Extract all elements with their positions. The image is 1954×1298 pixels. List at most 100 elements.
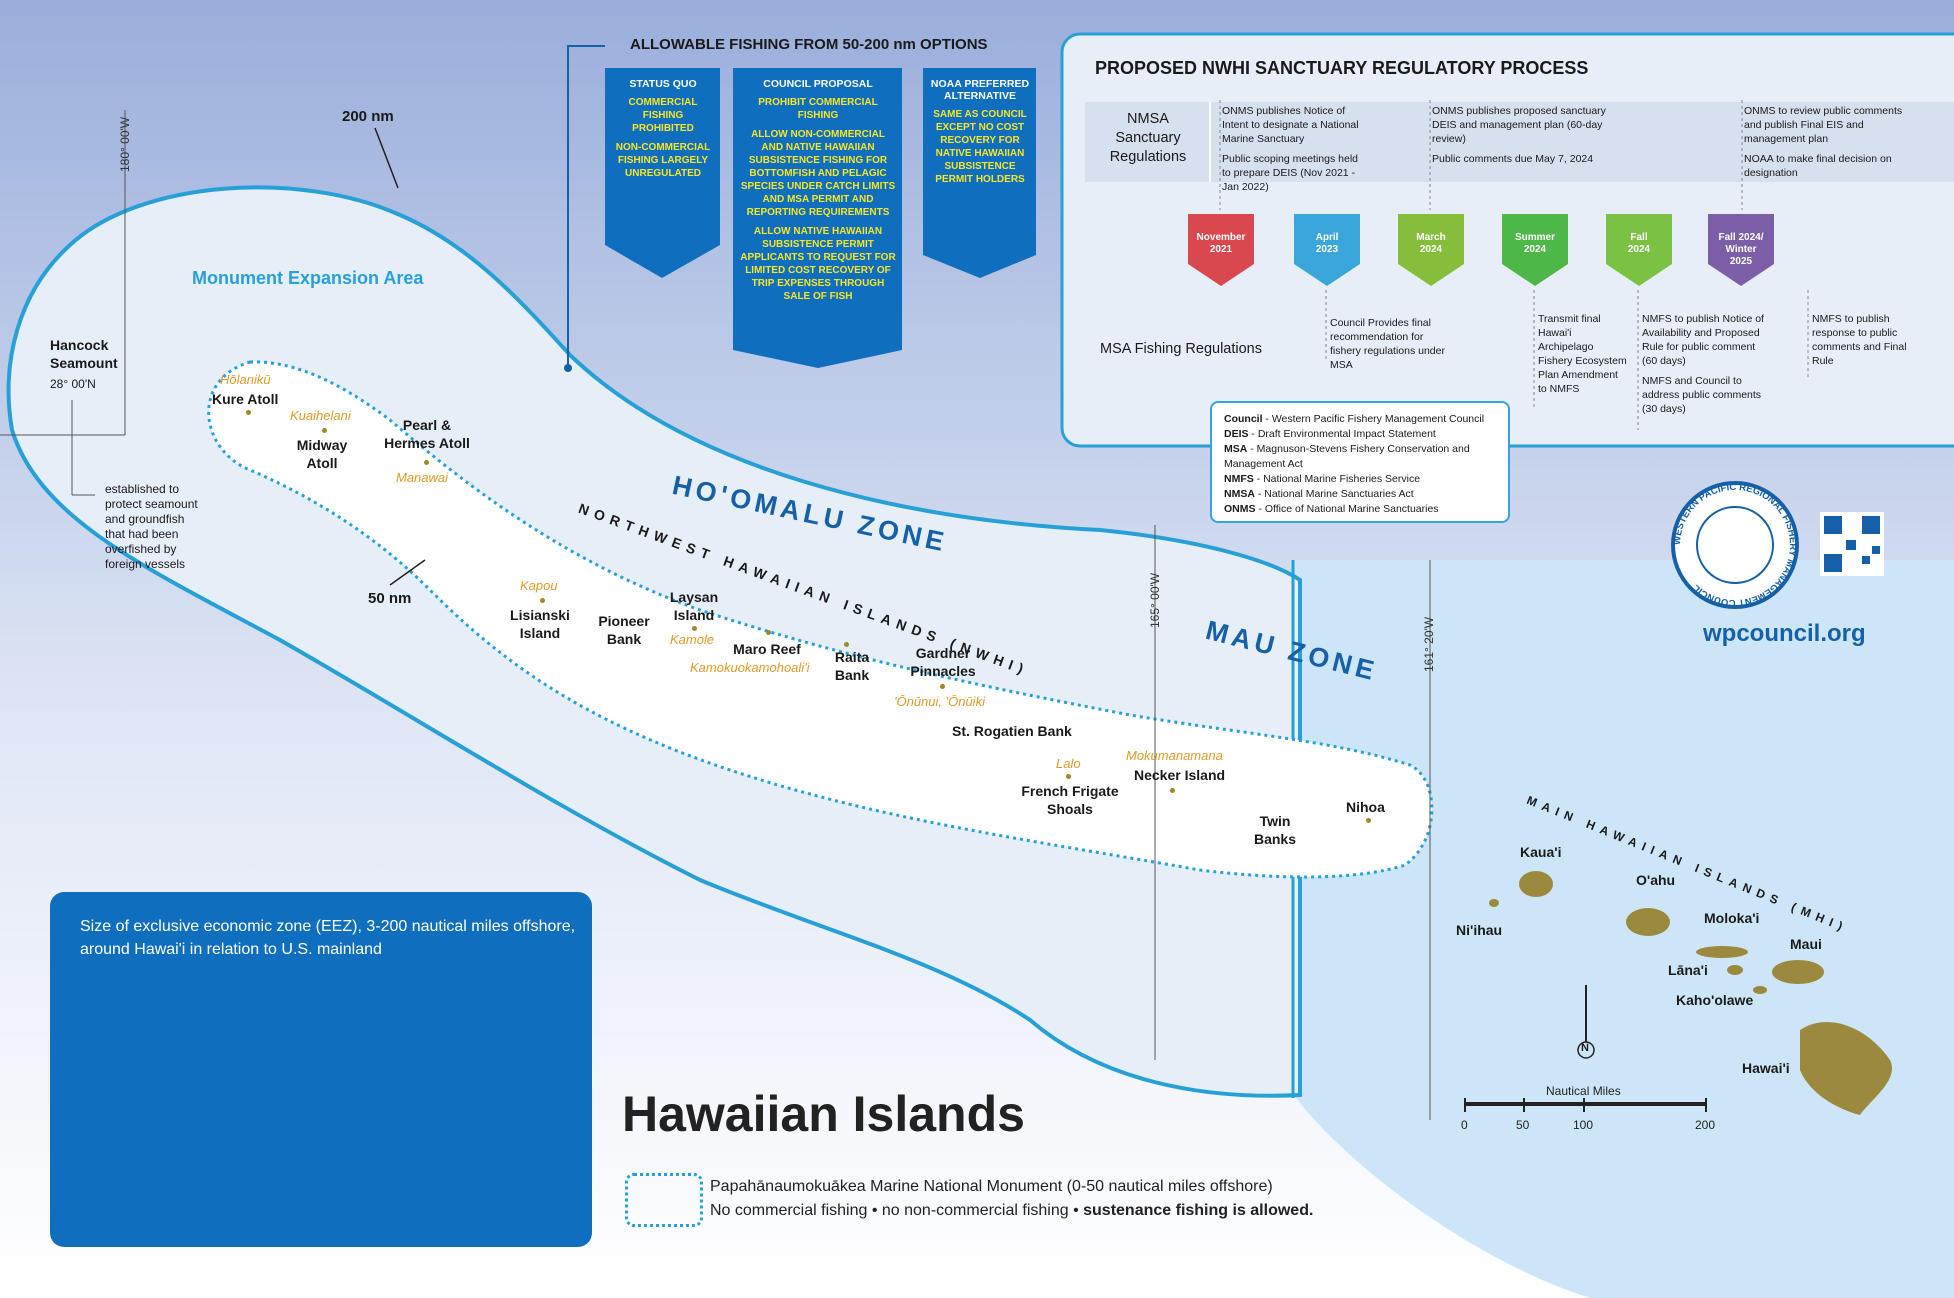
note-item: ONMS to review public comments and publi… (1744, 105, 1903, 145)
glossary: Council - Western Pacific Fishery Manage… (1210, 401, 1510, 523)
status-quo-arrow-shape (605, 68, 720, 278)
msa-row-label: MSA Fishing Regulations (1100, 341, 1262, 357)
note-item: Public scoping meetings held to prepare … (1222, 153, 1358, 193)
msa-note-transmit: Transmit final Hawai'i Archipelago Fishe… (1538, 312, 1628, 402)
monument-50nm-boundary (207, 360, 1434, 879)
scale-tick: 0 (1461, 1118, 1468, 1132)
island-dot (246, 410, 251, 415)
island-dot (844, 642, 849, 647)
island-niihau: Ni'ihau (1456, 922, 1503, 938)
island-dot (322, 428, 327, 433)
island-hawaii: Hawai'i (1742, 1060, 1790, 1076)
timeline-step: Summer 2024 (1502, 214, 1568, 286)
place-necker-island: Necker Island (1134, 767, 1226, 783)
process-title: PROPOSED NWHI SANCTUARY REGULATORY PROCE… (1095, 58, 1589, 78)
glossary-item: NMFS - National Marine Fisheries Service (1224, 473, 1421, 485)
options-title: ALLOWABLE FISHING FROM 50-200 nm OPTIONS (630, 36, 988, 53)
place-st-rogatien-bank: St. Rogatien Bank (952, 723, 1072, 739)
council-line: PROHIBIT COMMERCIAL FISHING (758, 97, 878, 121)
mau-zone-water (1290, 560, 1954, 1298)
scale-title: Nautical Miles (1546, 1084, 1621, 1098)
island-oahu: O'ahu (1636, 872, 1676, 888)
timeline-step: April 2023 (1294, 214, 1360, 286)
status-quo-line: COMMERCIAL FISHING PROHIBITED (628, 97, 698, 134)
nmsa-row-label: NMSA Sanctuary Regulations (1109, 111, 1187, 165)
nmsa-note-2024: ONMS publishes proposed sanctuary DEIS a… (1432, 104, 1607, 172)
name-kuaihelani: Kuaihelani (290, 408, 351, 423)
svg-text:WESTERN PACIFIC REGIONAL FISHE: WESTERN PACIFIC REGIONAL FISHERY MANAGEM… (1672, 482, 1798, 608)
council-arrow-shape (733, 68, 902, 368)
note-item: NMFS and Council to address public comme… (1642, 375, 1762, 415)
note-item: Council Provides final recommendation fo… (1330, 317, 1445, 371)
option-status-quo: STATUS QUO COMMERCIAL FISHING PROHIBITED… (612, 78, 714, 186)
place-twin-banks: Twin Banks (1253, 813, 1297, 847)
island-lanai: Lāna'i (1668, 962, 1708, 978)
place-lisianski: Lisianski Island (510, 607, 570, 641)
council-line: ALLOW NATIVE HAWAIIAN SUBSISTENCE PERMIT… (740, 226, 896, 302)
msa-note-council: Council Provides final recommendation fo… (1330, 316, 1450, 378)
note-item: Transmit final Hawai'i Archipelago Fishe… (1538, 313, 1627, 395)
island-maui: Maui (1790, 936, 1822, 952)
scale-tick: 200 (1695, 1118, 1716, 1132)
island-dot (766, 630, 771, 635)
option-noaa: NOAA PREFERRED ALTERNATIVE SAME AS COUNC… (930, 78, 1030, 192)
legend-rules: No commercial fishing • no non-commercia… (710, 1202, 1084, 1219)
status-quo-head: STATUS QUO (629, 78, 697, 90)
nmsa-note-2021: ONMS publishes Notice of Intent to desig… (1222, 104, 1367, 200)
island-dot (1170, 788, 1175, 793)
note-item: ONMS publishes proposed sanctuary DEIS a… (1432, 105, 1606, 145)
timeline-step: Fall 2024/ Winter 2025 (1708, 214, 1774, 286)
glossary-item: ONMS - Office of National Marine Sanctua… (1224, 503, 1439, 515)
meridian-180: 180° 00'W (118, 116, 132, 172)
note-item: Public comments due May 7, 2024 (1432, 153, 1594, 165)
name-kapou: Kapou (520, 578, 558, 593)
name-holaniku: Hōlanikū (220, 372, 271, 387)
hancock-note: established to protect seamount and grou… (105, 482, 198, 571)
note-item: NMFS to publish Notice of Availability a… (1642, 313, 1764, 367)
msa-note-nmfs: NMFS to publish Notice of Availability a… (1642, 312, 1772, 422)
noaa-head: NOAA PREFERRED ALTERNATIVE (930, 78, 1030, 102)
inset-title: Size of exclusive economic zone (EEZ), 3… (80, 918, 576, 958)
island-dot (540, 598, 545, 603)
island-dot (692, 626, 697, 631)
name-kamole: Kamole (670, 632, 715, 647)
place-laysan: Laysan Island (669, 589, 719, 623)
name-lalo: Lalo (1056, 756, 1081, 771)
name-kamokuokamohoalii: Kamokuokamohoali'i (690, 660, 810, 675)
legend-range: (0-50 nautical miles offshore) (1062, 1178, 1273, 1195)
place-pioneer-bank: Pioneer Bank (598, 613, 650, 647)
scale-tick: 100 (1573, 1118, 1594, 1132)
timeline-step: November 2021 (1188, 214, 1254, 286)
island-molokai: Moloka'i (1704, 910, 1760, 926)
map-title: Hawaiian Islands (622, 1086, 1025, 1142)
name-mokumanamana: Mokumanamana (1126, 748, 1223, 763)
hancock-seamount-label: Hancock Seamount (50, 337, 118, 371)
council-head: COUNCIL PROPOSAL (763, 78, 873, 90)
island-dot (1066, 774, 1071, 779)
noaa-line: SAME AS COUNCIL EXCEPT NO COST RECOVERY … (933, 109, 1027, 185)
council-seal-text: WESTERN PACIFIC REGIONAL FISHERY MANAGEM… (1672, 482, 1798, 608)
glossary-item: Council - Western Pacific Fishery Manage… (1224, 413, 1485, 425)
legend-monument-swatch (625, 1173, 703, 1227)
website-link[interactable]: wpcouncil.org (1703, 620, 1866, 647)
place-nihoa: Nihoa (1346, 799, 1385, 815)
place-pearl-hermes: Pearl & Hermes Atoll (384, 417, 470, 451)
note-item: NOAA to make final decision on designati… (1744, 153, 1892, 179)
council-seal (1671, 481, 1799, 609)
option-council-proposal: COUNCIL PROPOSAL PROHIBIT COMMERCIAL FIS… (740, 78, 896, 309)
place-midway-atoll: Midway Atoll (296, 437, 348, 471)
timeline-step: Fall 2024 (1606, 214, 1672, 286)
glossary-item: DEIS - Draft Environmental Impact Statem… (1224, 428, 1436, 440)
name-manawai: Manawai (396, 470, 449, 485)
island-kauai: Kaua'i (1520, 844, 1562, 860)
island-dot (940, 684, 945, 689)
island-dot (424, 460, 429, 465)
seal-org-name: WESTERN PACIFIC REGIONAL FISHERY MANAGEM… (1672, 482, 1798, 608)
scale-tick: 50 (1516, 1118, 1530, 1132)
council-line: ALLOW NON-COMMERCIAL AND NATIVE HAWAIIAN… (740, 129, 896, 218)
north-arrow-icon: N (1581, 1042, 1589, 1054)
label-50nm: 50 nm (368, 590, 412, 607)
place-raita-bank: Raita Bank (834, 649, 870, 683)
timeline-step: March 2024 (1398, 214, 1464, 286)
label-200nm: 200 nm (342, 108, 394, 125)
